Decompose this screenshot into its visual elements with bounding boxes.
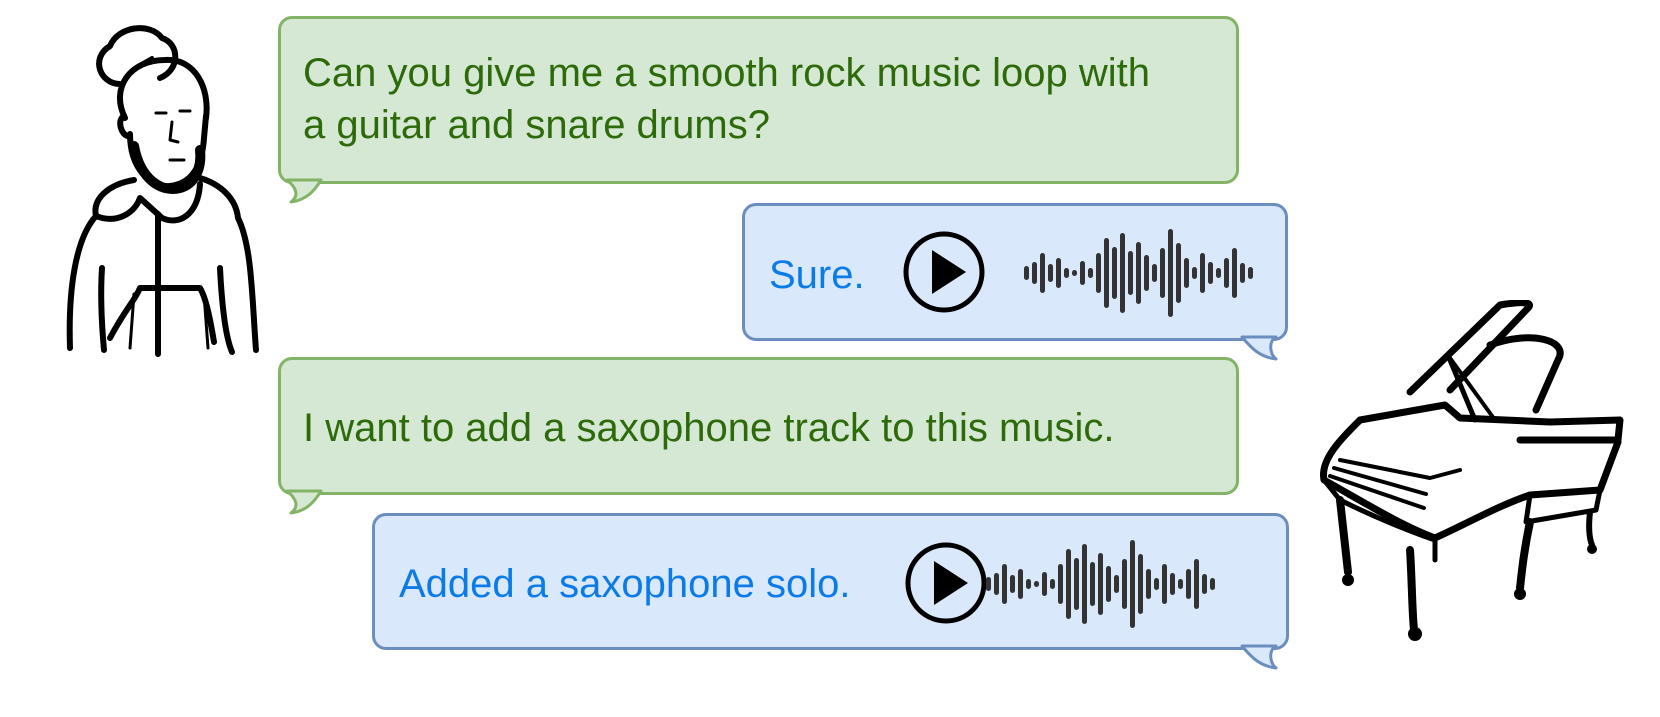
play-icon[interactable] [904, 541, 988, 625]
waveform-icon [986, 540, 1215, 628]
person-icon [66, 25, 259, 357]
user-message-bubble: Can you give me a smooth rock music loop… [278, 16, 1239, 184]
message-text-line: a guitar and snare drums? [303, 103, 770, 147]
message-text: I want to add a saxophone track to this … [303, 406, 1115, 450]
message-text-line: Can you give me a smooth rock music loop… [303, 51, 1151, 95]
waveform-icon [1024, 229, 1253, 317]
message-text: Added a saxophone solo. [399, 562, 851, 606]
assistant-message-bubble: Added a saxophone solo. [372, 513, 1289, 650]
bubble-tail [285, 178, 323, 204]
message-text: Sure. [769, 253, 865, 297]
bubble-tail [1240, 644, 1278, 670]
bubble-tail [285, 489, 323, 515]
user-message-bubble: I want to add a saxophone track to this … [278, 357, 1239, 495]
bubble-tail [1240, 335, 1278, 361]
play-icon[interactable] [902, 230, 986, 314]
grand-piano-icon [1320, 300, 1624, 641]
